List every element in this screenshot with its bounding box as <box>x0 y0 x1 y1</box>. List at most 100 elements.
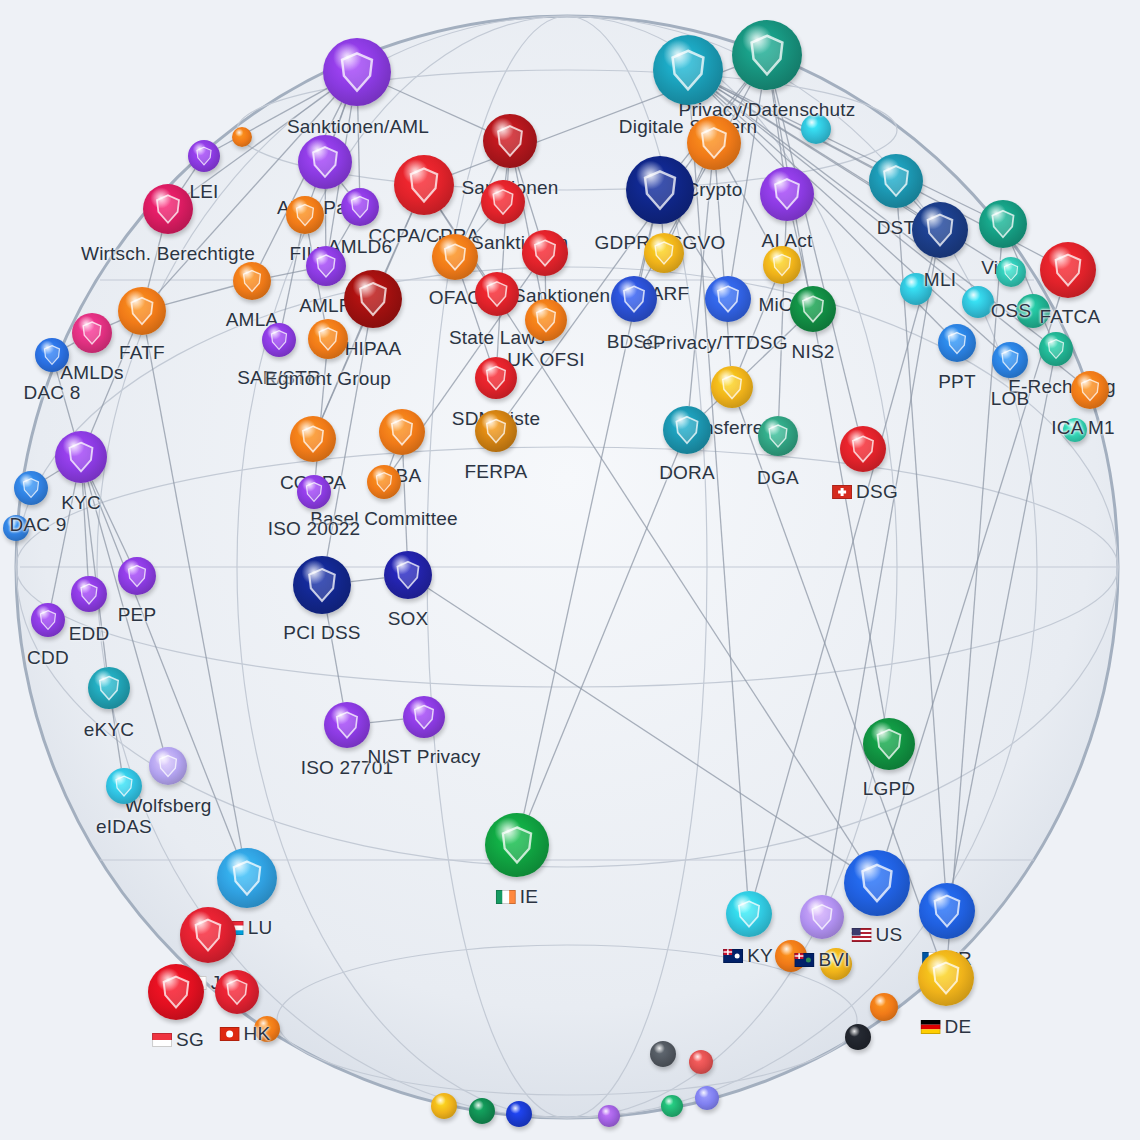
node-text: ICA M1 <box>1051 417 1115 439</box>
shield-icon <box>72 313 112 353</box>
shield-icon <box>938 324 976 362</box>
regulation-sphere: SAR/STR <box>262 323 296 357</box>
shield-icon <box>726 891 772 937</box>
regulation-sphere: ePrivacy/TTDSG <box>705 276 751 322</box>
regulation-sphere: CCPA/CPRA <box>394 155 454 215</box>
node-text: PCI DSS <box>283 622 360 644</box>
regulation-sphere: LU <box>217 848 277 908</box>
shield-icon <box>979 200 1027 248</box>
shield-icon <box>475 357 517 399</box>
regulation-sphere: Wolfsberg <box>149 747 187 785</box>
regulation-sphere: EDD <box>71 576 107 612</box>
node-label: UK OFSI <box>507 349 584 371</box>
regulation-sphere: FR <box>919 883 975 939</box>
regulation-sphere: JP <box>180 907 236 963</box>
node-text: UK OFSI <box>507 349 584 371</box>
node-text: KYC <box>61 492 101 514</box>
node-label: KYC <box>61 492 101 514</box>
shield-icon <box>118 287 166 335</box>
regulation-sphere: ISO 27701 <box>324 702 370 748</box>
node-text: PEP <box>118 604 157 626</box>
shield-icon <box>1071 371 1109 409</box>
shield-icon <box>863 718 915 770</box>
node-label: KY <box>723 945 773 967</box>
regulation-sphere: UK OFSI <box>525 299 567 341</box>
country-flag <box>723 949 743 963</box>
node-text: DGA <box>757 467 799 489</box>
regulation-sphere: AMLD6 <box>341 188 379 226</box>
node-text: HK <box>244 1023 271 1045</box>
node-label: PEP <box>118 604 157 626</box>
country-flag <box>852 928 872 942</box>
shield-icon <box>760 167 814 221</box>
node-text: ePrivacy/TTDSG <box>642 332 787 354</box>
shield-icon <box>106 768 142 804</box>
regulation-sphere: AMLA <box>233 262 271 300</box>
regulation-sphere: COPPA <box>290 416 336 462</box>
shield-icon <box>180 907 236 963</box>
shield-icon <box>35 338 69 372</box>
relation-line <box>691 105 748 891</box>
shield-icon <box>800 895 844 939</box>
node-text: DAC 8 <box>24 382 81 404</box>
regulation-sphere: Egmont Group <box>308 319 348 359</box>
country-flag <box>921 1020 941 1034</box>
node-label: AMLDs <box>60 362 123 384</box>
regulation-sphere: NIS2 <box>790 286 836 332</box>
shield-icon <box>215 970 259 1014</box>
node-label: SG <box>152 1029 204 1051</box>
node-text: CDD <box>27 647 69 669</box>
node-text: MLI <box>924 269 956 291</box>
node-label: FERPA <box>465 461 528 483</box>
node-label: HIPAA <box>345 338 402 360</box>
node-label: Wolfsberg <box>125 795 212 817</box>
shield-icon <box>71 576 107 612</box>
node-label: SOX <box>388 608 429 630</box>
node-label: DAC 8 <box>24 382 81 404</box>
shield-icon <box>149 747 187 785</box>
regulation-sphere: IE <box>485 813 549 877</box>
shield-icon <box>663 406 711 454</box>
shield-icon <box>31 603 65 637</box>
regulation-sphere: FATCA <box>1040 242 1096 298</box>
regulation-sphere: SDN-Liste <box>475 357 517 399</box>
decor-sphere <box>598 1105 620 1127</box>
node-text: FERPA <box>465 461 528 483</box>
relation-line <box>826 258 936 896</box>
node-text: ISO 20022 <box>268 518 361 540</box>
relation-line <box>67 343 75 347</box>
relation-line <box>271 270 307 277</box>
shield-icon <box>475 272 519 316</box>
decor-sphere <box>870 993 898 1021</box>
node-label: NIST Privacy <box>368 746 481 768</box>
regulation-sphere: KY <box>726 891 772 937</box>
shield-icon <box>705 276 751 322</box>
node-label: DGA <box>757 467 799 489</box>
node-text: FATCA <box>1040 306 1101 328</box>
node-text: DST <box>877 217 916 239</box>
relation-line <box>342 183 349 192</box>
node-text: Sanktionen/AML <box>287 116 429 138</box>
regulation-sphere: DORA <box>663 406 711 454</box>
node-label: CDD <box>27 647 69 669</box>
relation-line <box>716 91 1043 339</box>
regulation-sphere: BVI <box>800 895 844 939</box>
node-text: KY <box>747 945 773 967</box>
relation-line <box>739 407 936 952</box>
regulation-sphere: GDPR/DSGVO <box>626 156 694 224</box>
node-label: ICA M1 <box>1051 417 1115 439</box>
country-flag <box>220 1027 240 1041</box>
node-text: eKYC <box>84 719 134 741</box>
regulation-sphere: Basel Committee <box>367 465 401 499</box>
shield-icon <box>525 299 567 341</box>
shield-icon <box>732 20 802 90</box>
shield-icon <box>475 410 517 452</box>
decor-sphere <box>962 286 994 318</box>
regulation-sphere: Sanktionen <box>483 114 537 168</box>
regulation-sphere: FIU <box>286 196 324 234</box>
regulation-sphere: Privacy/Datenschutz <box>732 20 802 90</box>
regulation-sphere: MLI <box>912 202 968 258</box>
node-label: LEI <box>189 181 218 203</box>
